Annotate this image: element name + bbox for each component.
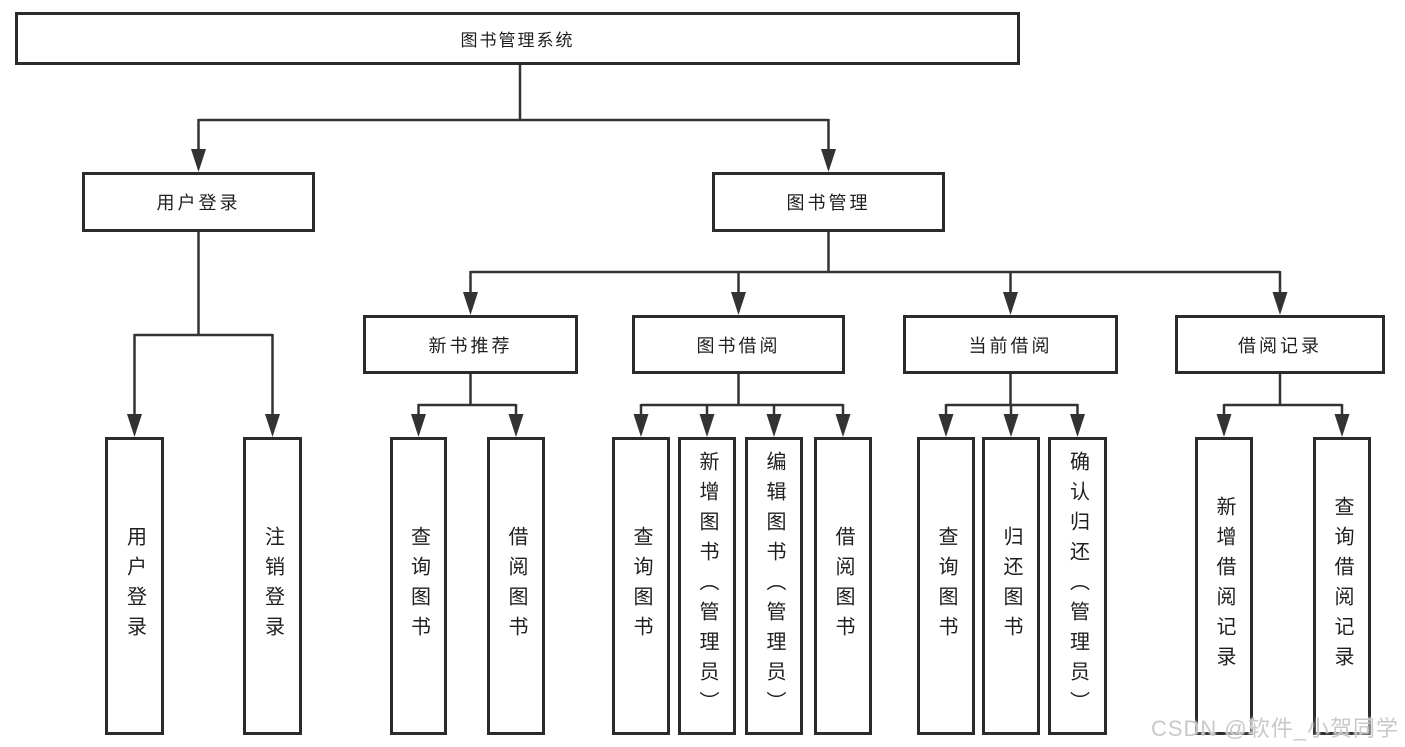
connector-current-borrow-to-leaves [944,373,1079,417]
arrowhead [821,149,836,172]
leaf-nb-borrow-books: 借阅图书 [487,437,545,735]
connector-new-book-to-leaves [417,373,518,417]
arrowhead [508,414,524,437]
node-label: 图书借阅 [696,335,781,356]
connector-borrow-records-to-leaves [1222,373,1344,417]
node-borrow-records: 借阅记录 [1175,315,1385,374]
leaf-br-add-record: 新增借阅记录 [1195,437,1253,735]
arrowhead [463,292,478,315]
node-label: 新增借阅记录 [1213,496,1235,676]
node-label: 图书管理 [786,193,871,213]
node-book-borrow: 图书借阅 [632,315,845,374]
arrowhead [1272,292,1288,315]
leaf-bb-borrow-books: 借阅图书 [814,437,872,735]
leaf-user-login: 用户登录 [105,437,164,735]
node-label: 查询图书 [630,526,652,646]
node-label: 借阅图书 [505,526,527,646]
node-label: 图书管理系统 [460,31,575,50]
leaf-nb-query-books: 查询图书 [390,437,447,735]
leaf-bb-query-books: 查询图书 [612,437,670,735]
node-label: 归还图书 [1000,526,1022,646]
node-current-borrow: 当前借阅 [903,315,1118,374]
leaf-bb-edit-books-admin: 编辑图书（管理员） [745,437,803,735]
node-book-management: 图书管理 [712,172,945,232]
arrowhead [1070,414,1085,437]
arrowhead [699,414,715,437]
leaf-logout: 注销登录 [243,437,302,735]
node-label: 确认归还（管理员） [1066,451,1089,721]
node-user-login: 用户登录 [82,172,315,232]
leaf-br-query-record: 查询借阅记录 [1313,437,1371,735]
arrowhead [1334,414,1350,437]
node-label: 查询借阅记录 [1331,496,1353,676]
arrowhead [633,414,649,437]
arrowheads [127,149,1350,437]
connector-user-login-to-leaves [133,231,274,417]
node-label: 借阅图书 [832,526,854,646]
arrowhead [1003,292,1018,315]
arrowhead [731,292,746,315]
node-label: 用户登录 [123,526,146,646]
node-label: 注销登录 [261,526,284,646]
node-label: 编辑图书（管理员） [763,451,785,721]
connector-book-management-to-level3 [469,231,1282,295]
leaf-cb-return-books: 归还图书 [982,437,1040,735]
node-new-book-recommend: 新书推荐 [363,315,578,374]
node-label: 用户登录 [156,193,241,213]
arrowhead [766,414,782,437]
node-label: 查询图书 [407,526,430,646]
connector-root-to-level2 [197,64,830,152]
arrowhead [127,414,142,437]
connector-book-borrow-to-leaves [639,373,845,417]
node-library-system-root: 图书管理系统 [15,12,1020,65]
arrowhead [1216,414,1232,437]
leaf-cb-confirm-return-admin: 确认归还（管理员） [1048,437,1107,735]
arrowhead [411,414,426,437]
arrowhead [265,414,280,437]
watermark-text: CSDN @软件_小贺同学 [1150,716,1399,741]
node-label: 查询图书 [935,526,957,646]
node-label: 新增图书（管理员） [696,451,718,721]
node-label: 借阅记录 [1238,335,1322,356]
arrowhead [938,414,954,437]
node-label: 当前借阅 [968,335,1053,356]
node-label: 新书推荐 [428,335,513,356]
leaf-bb-add-books-admin: 新增图书（管理员） [678,437,736,735]
arrowhead [1003,414,1019,437]
arrowhead [835,414,851,437]
leaf-cb-query-books: 查询图书 [917,437,975,735]
arrowhead [191,149,206,172]
